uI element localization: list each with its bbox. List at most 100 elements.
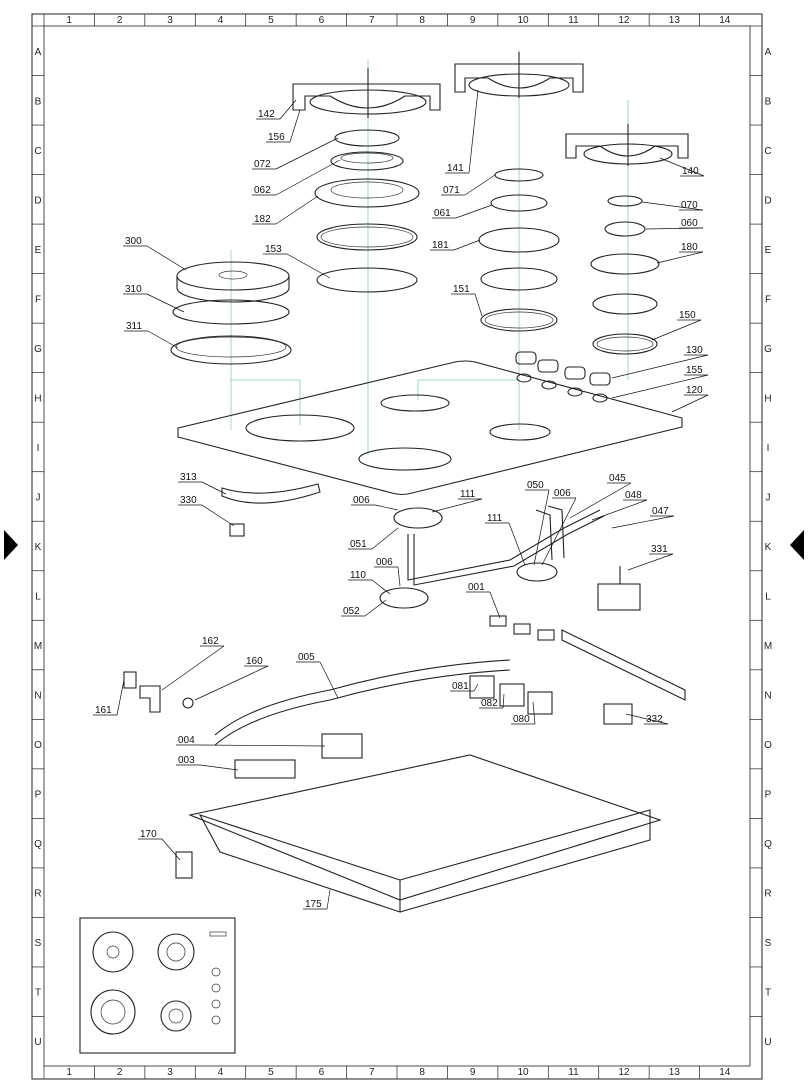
callout-006c: 006 <box>376 557 393 568</box>
grid-row-label: U <box>764 1037 771 1048</box>
callout-161: 161 <box>95 705 112 716</box>
grid-row-label: N <box>764 691 771 702</box>
grid-row-label: J <box>36 492 41 503</box>
grid-row-label: H <box>764 393 771 404</box>
burner-stack-small <box>590 195 660 355</box>
grid-column-label: 12 <box>618 1067 630 1078</box>
grid-column-label: 13 <box>669 1067 681 1078</box>
control-knobs <box>515 351 611 403</box>
callout-162: 162 <box>202 636 219 647</box>
part-callouts: 1421560720621821410710611811511400700601… <box>93 89 709 910</box>
callout-061: 061 <box>434 208 451 219</box>
grid-column-label: 7 <box>369 15 375 26</box>
grid-row-label: D <box>764 195 771 206</box>
grid-column-label: 2 <box>117 15 123 26</box>
grid-row-label: B <box>765 96 772 107</box>
grid-row-label: D <box>34 195 41 206</box>
callout-080: 080 <box>513 714 530 725</box>
grid-row-label: S <box>765 938 772 949</box>
grid-row-label: N <box>34 691 41 702</box>
grid-column-label: 3 <box>167 15 173 26</box>
grid-column-label: 5 <box>268 1067 274 1078</box>
grid-column-label: 10 <box>518 1067 530 1078</box>
callout-332: 332 <box>646 714 663 725</box>
callout-003: 003 <box>178 755 195 766</box>
hotplate-wiring <box>221 483 321 537</box>
grid-column-label: 9 <box>470 1067 476 1078</box>
callout-110: 110 <box>350 570 366 581</box>
grid-column-label: 13 <box>669 15 681 26</box>
callout-072: 072 <box>254 159 271 170</box>
callout-311: 311 <box>126 321 142 332</box>
callout-310: 310 <box>125 284 142 295</box>
grid-row-label: L <box>765 592 771 603</box>
callout-006b: 006 <box>554 488 571 499</box>
callout-141: 141 <box>447 163 464 174</box>
grid-column-label: 6 <box>319 15 325 26</box>
grid-row-label: A <box>35 47 42 58</box>
grid-column-label: 5 <box>268 15 274 26</box>
callout-300: 300 <box>125 236 142 247</box>
grid-row-label: B <box>35 96 42 107</box>
callout-160: 160 <box>246 656 263 667</box>
base-tray-175 <box>175 754 662 913</box>
gas-distribution <box>379 505 686 701</box>
callout-060: 060 <box>681 218 698 229</box>
grid-column-label: 14 <box>719 1067 731 1078</box>
callout-047: 047 <box>652 506 669 517</box>
grid-column-label: 8 <box>419 15 425 26</box>
callout-142: 142 <box>258 109 275 120</box>
grid-row-label: K <box>765 542 772 553</box>
grid-row-label: O <box>34 740 42 751</box>
callout-182: 182 <box>254 214 271 225</box>
callout-052: 052 <box>343 606 360 617</box>
grid-row-label: O <box>764 740 772 751</box>
grid-column-label: 2 <box>117 1067 123 1078</box>
grid-row-label: Q <box>34 839 42 850</box>
callout-153: 153 <box>265 244 282 255</box>
grid-row-label: L <box>35 592 41 603</box>
callout-001: 001 <box>468 582 485 593</box>
callout-181: 181 <box>432 240 449 251</box>
pan-support-141 <box>454 52 584 98</box>
grid-row-label: R <box>34 889 41 900</box>
pan-support-140 <box>565 124 689 166</box>
grid-column-label: 1 <box>66 15 72 26</box>
grid-row-label: T <box>765 988 771 999</box>
ignition-parts <box>234 733 363 779</box>
burner-stack-medium <box>478 168 560 332</box>
grid-row-label: C <box>34 146 41 157</box>
grid-row-label: K <box>35 542 42 553</box>
electric-hotplate <box>170 261 292 365</box>
callout-081: 081 <box>452 681 469 692</box>
grid-column-label: 9 <box>470 15 476 26</box>
grid-row-label: A <box>765 47 772 58</box>
grid-row-label: E <box>765 245 772 256</box>
grid-row-label: M <box>764 641 772 652</box>
grid-column-label: 6 <box>319 1067 325 1078</box>
grid-row-label: Q <box>764 839 772 850</box>
grid-column-label: 4 <box>218 15 224 26</box>
callout-005: 005 <box>298 652 315 663</box>
grid-column-label: 14 <box>719 15 731 26</box>
grid-row-label: C <box>764 146 771 157</box>
glass-cooktop-120 <box>177 360 683 496</box>
callout-111b: 111 <box>487 513 503 524</box>
callout-140: 140 <box>682 166 699 177</box>
grid-column-label: 7 <box>369 1067 375 1078</box>
grid-row-label: G <box>34 344 42 355</box>
grid-row-label: P <box>35 790 42 801</box>
grid-row-label: G <box>764 344 772 355</box>
callout-151: 151 <box>453 284 470 295</box>
grid-row-label: R <box>764 889 771 900</box>
burner-stack-large <box>314 129 420 293</box>
left-centering-mark <box>4 530 18 560</box>
callout-050: 050 <box>527 480 544 491</box>
callout-156: 156 <box>268 132 285 143</box>
callout-006a: 006 <box>353 495 370 506</box>
grid-row-label: I <box>767 443 770 454</box>
